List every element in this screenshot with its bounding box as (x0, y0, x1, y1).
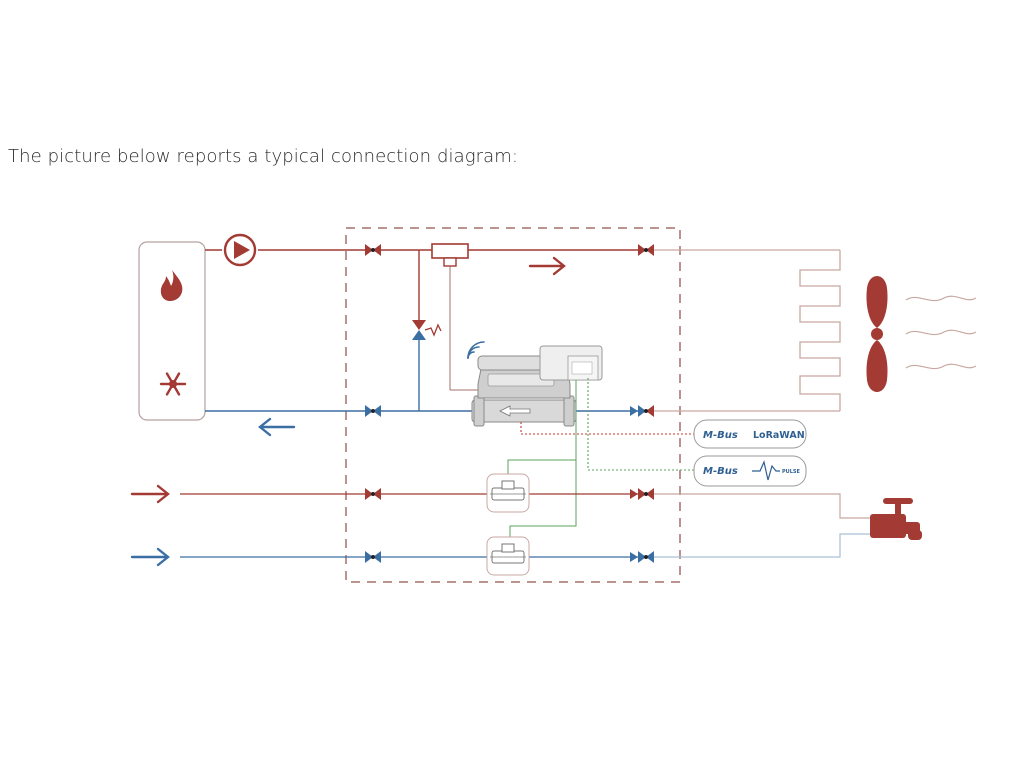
tap-icon (870, 498, 922, 540)
hot-supply-inlet-valve (365, 244, 381, 256)
temperature-sensor (431, 243, 478, 391)
intro-text: The picture below reports a typical conn… (8, 146, 519, 167)
dhw-hot-valve-right (638, 488, 654, 500)
dhw-hot-inlet-arrow-icon (130, 484, 170, 504)
signal-cable-green-dotted (587, 378, 694, 471)
bypass-valve (412, 320, 442, 340)
generator-unit (138, 241, 206, 421)
wireless-icon (467, 341, 485, 359)
heat-meter (471, 345, 603, 427)
pulse-wave-icon (752, 460, 780, 481)
flow-arrow-right-icon (528, 256, 566, 276)
water-meter-hot (486, 473, 530, 513)
signal-cable-green (509, 380, 577, 542)
badge-mbus-lorawan: M-Bus LoRaWAN (693, 419, 807, 449)
installation-boundary (345, 227, 681, 583)
fan-icon (866, 276, 888, 392)
badge-mbus-pulse: M-Bus PULSE (693, 455, 807, 487)
mbus-wired-label: M-Bus (703, 466, 738, 477)
hot-supply-outlet-valve (638, 244, 654, 256)
radiator-icon (799, 250, 841, 411)
cold-return-valve-right (638, 405, 654, 417)
flow-arrow-left-icon (258, 417, 296, 437)
dcw-valve-right (638, 551, 654, 563)
dcw-valve-left (365, 551, 381, 563)
dhw-cold-inlet-arrow-icon (130, 547, 170, 567)
signal-cable-red (520, 422, 694, 435)
water-meter-cold (486, 536, 530, 576)
air-flow-icon (905, 295, 977, 370)
dhw-hot-to-tap (652, 493, 872, 519)
mbus-wireless-label: M-Bus (703, 430, 738, 441)
lorawan-label: LoRaWAN (753, 430, 805, 441)
snowflake-icon (159, 372, 187, 396)
dcw-to-tap (652, 533, 872, 558)
dhw-hot-valve-left (365, 488, 381, 500)
cold-return-valve-left (365, 405, 381, 417)
pulse-label: PULSE (782, 469, 801, 475)
flame-icon (160, 270, 183, 301)
pump-icon (223, 233, 257, 267)
